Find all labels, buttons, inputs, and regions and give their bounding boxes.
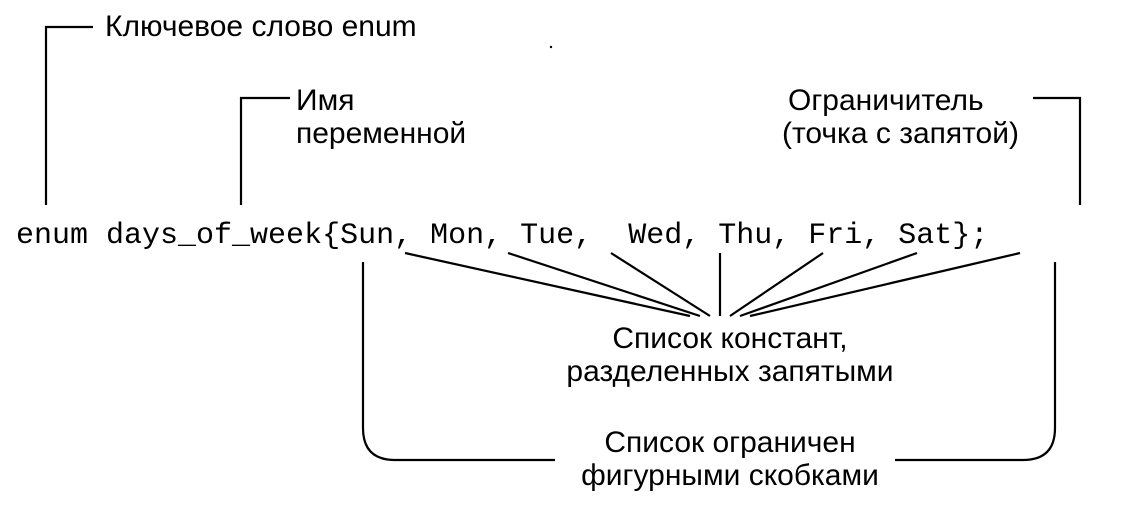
constants-label-line2: разделенных запятыми [566, 355, 894, 388]
keyword-pointer-line [44, 25, 93, 205]
terminator-label-line2: (точка с запятой) [782, 117, 1019, 150]
constant-line-thu [729, 252, 824, 317]
code-open-brace: { [322, 219, 341, 253]
braces-label-line2: фигурными скобками [581, 459, 879, 492]
code-constant: Tue [520, 219, 575, 253]
code-constant: Sun [340, 219, 395, 253]
var-name-label-line2: переменной [296, 117, 467, 150]
code-constant: Sat [898, 219, 953, 253]
stray-dot [549, 45, 553, 49]
var-name-label-line1: Имя [296, 84, 355, 117]
enum-code-line: enum days_of_week{Sun, Mon, Tue, Wed, Th… [16, 219, 989, 253]
code-constant: Fri [808, 219, 863, 253]
code-keyword: enum [16, 219, 89, 253]
brace-bracket-right [895, 262, 1057, 462]
constant-line-mon [507, 251, 701, 318]
braces-label: Список ограничен фигурными скобками [560, 426, 900, 492]
terminator-pointer-line [1033, 96, 1082, 205]
code-constant: Mon [430, 219, 485, 253]
constant-line-tue [610, 252, 711, 317]
terminator-label-line1: Ограничитель [788, 84, 984, 117]
code-constant: Wed [628, 219, 683, 253]
name-pointer-line [239, 96, 290, 205]
code-enum-name: days_of_week [106, 219, 323, 253]
code-close-brace: } [952, 219, 971, 253]
constants-label-line1: Список констант, [612, 322, 848, 355]
var-name-label: Имя переменной [296, 84, 466, 150]
keyword-label: Ключевое слово enum [105, 10, 417, 43]
constant-line-sun [404, 251, 691, 318]
constants-label: Список констант, разделенных запятыми [560, 322, 900, 388]
brace-bracket-left [361, 262, 555, 462]
terminator-label: Ограничитель (точка с запятой) [782, 84, 1050, 150]
code-terminator: ; [970, 219, 989, 253]
constant-line-sat [749, 251, 1021, 318]
braces-label-line1: Список ограничен [604, 426, 856, 459]
code-constant: Thu [718, 219, 773, 253]
constant-line-fri [739, 251, 918, 318]
